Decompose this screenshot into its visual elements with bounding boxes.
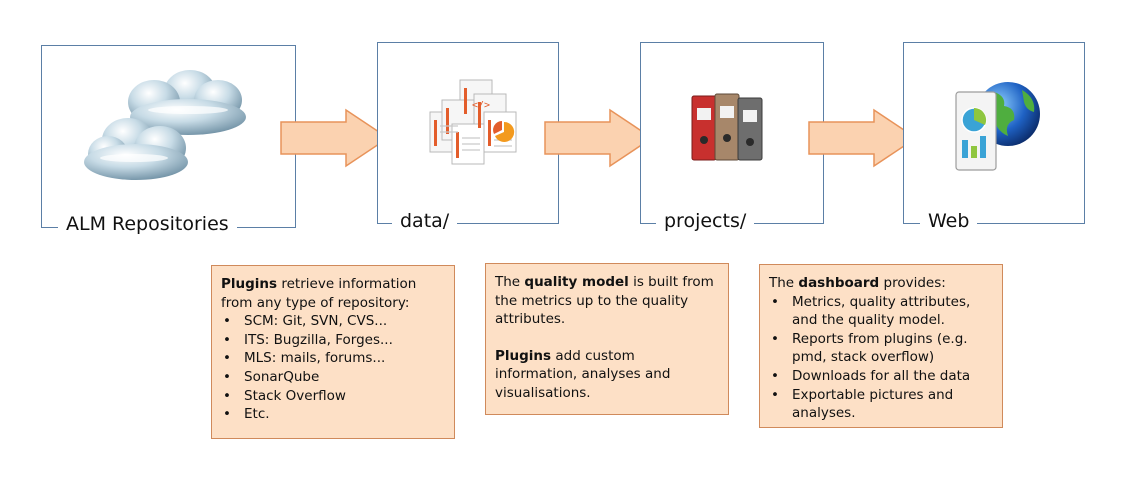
quality-note-p2-post: add custom information, analyses and vis… <box>495 347 671 401</box>
quality-model-note: The quality model is built from the metr… <box>485 263 729 415</box>
data-label: data/ <box>392 210 458 232</box>
quality-note-p1-post: is built from the metrics up to the qual… <box>495 274 714 328</box>
cloud-icon <box>80 62 250 196</box>
flow-arrow-3 <box>808 108 918 168</box>
list-item: Reports from plugins (e.g. pmd, stack ov… <box>769 330 993 367</box>
list-item: Stack Overflow <box>221 387 445 406</box>
svg-text:</>: </> <box>472 100 490 111</box>
plugins-note-intro-text: retrieve information from any type of re… <box>221 276 417 311</box>
dashboard-note-bold: dashboard <box>798 275 880 291</box>
list-item: Etc. <box>221 405 445 424</box>
dashboard-note-pre: The <box>769 275 799 291</box>
files-icon: </> <box>424 78 534 177</box>
quality-note-p1: The quality model is built from the metr… <box>495 273 719 329</box>
binders-icon <box>688 90 768 166</box>
quality-note-p1-bold: quality model <box>524 274 629 290</box>
plugins-note-intro: Plugins retrieve information from any ty… <box>221 275 445 312</box>
plugins-note-bold: Plugins <box>221 276 278 292</box>
list-item: ITS: Bugzilla, Forges... <box>221 331 445 350</box>
flow-arrow-1 <box>280 108 390 168</box>
list-item: SonarQube <box>221 368 445 387</box>
dashboard-note-post: provides: <box>879 275 946 291</box>
web-label: Web <box>920 210 978 232</box>
list-item: MLS: mails, forums... <box>221 349 445 368</box>
list-item: Downloads for all the data <box>769 367 993 386</box>
quality-note-p2: Plugins add custom information, analyses… <box>495 347 719 403</box>
plugins-note: Plugins retrieve information from any ty… <box>211 265 455 439</box>
dashboard-note-intro: The dashboard provides: <box>769 274 993 293</box>
plugins-note-list: SCM: Git, SVN, CVS... ITS: Bugzilla, For… <box>221 312 445 424</box>
quality-note-p2-bold: Plugins <box>495 347 552 364</box>
flow-arrow-2 <box>544 108 654 168</box>
quality-note-p1-pre: The <box>495 274 525 290</box>
list-item: Exportable pictures and analyses. <box>769 386 993 423</box>
web-report-icon <box>946 80 1046 184</box>
dashboard-note-list: Metrics, quality attributes, and the qua… <box>769 293 993 423</box>
list-item: Metrics, quality attributes, and the qua… <box>769 293 993 330</box>
projects-label: projects/ <box>656 210 755 232</box>
dashboard-note: The dashboard provides: Metrics, quality… <box>759 264 1003 428</box>
alm-repositories-label: ALM Repositories <box>58 213 237 235</box>
list-item: SCM: Git, SVN, CVS... <box>221 312 445 331</box>
